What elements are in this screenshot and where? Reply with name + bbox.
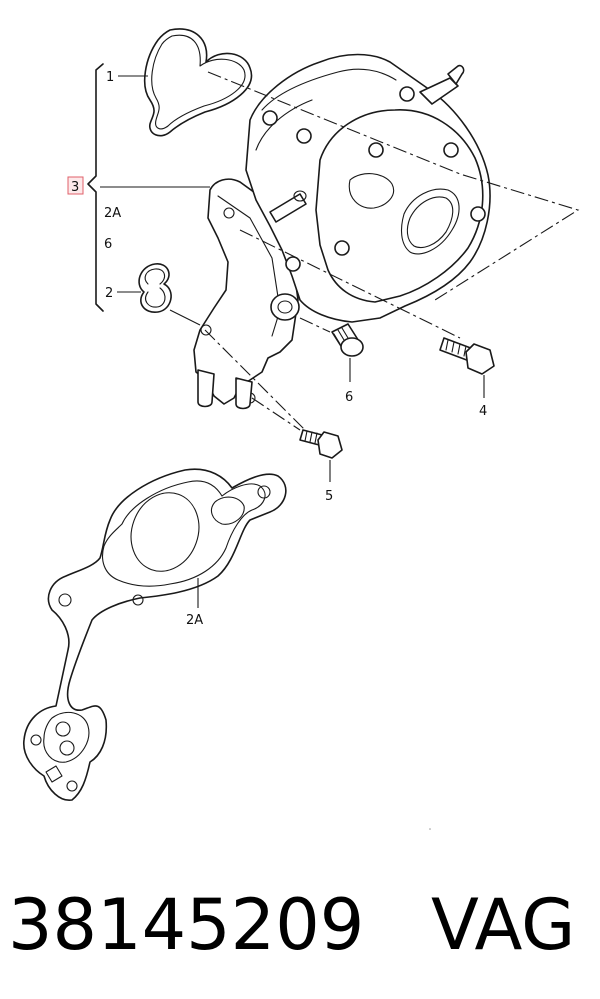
vacuum-pump-body — [193, 53, 491, 410]
callout-2-label: 2 — [105, 286, 113, 301]
exploded-parts-diagram: 3 1 2A 6 2 — [23, 28, 580, 830]
callout-2a-bottom-label: 2A — [186, 613, 203, 628]
callout-2a-top-label: 2A — [104, 206, 121, 221]
bolt-part-5 — [299, 429, 343, 482]
callout-2[interactable]: 2 — [105, 286, 141, 301]
callout-3-label: 3 — [71, 180, 79, 195]
callout-6-top-label: 6 — [104, 237, 112, 252]
callout-4-label: 4 — [479, 404, 487, 419]
bolt-part-4 — [439, 337, 495, 398]
callout-5-label: 5 — [325, 489, 333, 504]
callout-3-box — [67, 176, 84, 195]
alignment-lines — [204, 71, 580, 431]
o-ring-part-2 — [138, 263, 201, 326]
part-number-footer: 38145209 VAG — [8, 884, 576, 966]
group-bracket — [87, 63, 104, 312]
gasket-part-2a — [23, 468, 287, 801]
seal-ring-part-1 — [143, 28, 253, 137]
callout-6-label: 6 — [345, 390, 353, 405]
callout-1-label: 1 — [106, 70, 114, 85]
callout-1[interactable]: 1 — [106, 70, 148, 85]
callout-3[interactable]: 3 — [67, 176, 84, 195]
scan-dot — [429, 828, 431, 830]
plug-screw-part-6 — [331, 323, 364, 382]
